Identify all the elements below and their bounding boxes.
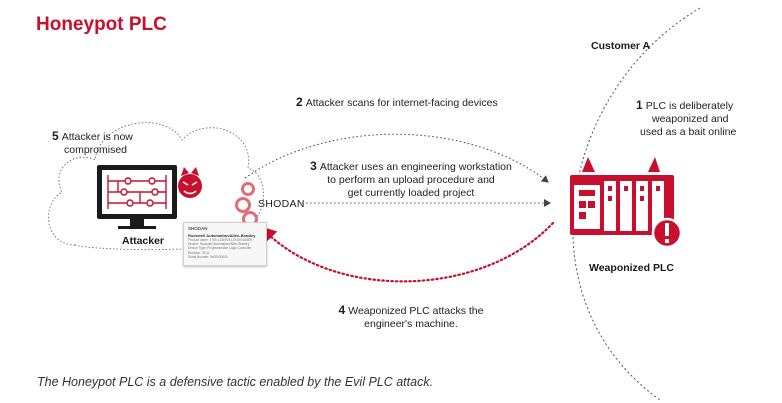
shodan-result-card: SHODAN Rockwell Automation/Allen-Bradley… — [183, 222, 267, 266]
attacker-monitor-icon — [97, 165, 177, 229]
page-title: Honeypot PLC — [36, 14, 167, 35]
devil-face-icon — [178, 167, 202, 198]
step-4-line-1: Weaponized PLC attacks the — [348, 305, 484, 317]
plc-device-icon — [570, 157, 683, 249]
card-line: Revision: 33.11 — [188, 250, 210, 255]
attack-arrow — [260, 221, 555, 283]
step-1-line-1: PLC is deliberately — [645, 100, 734, 112]
weaponized-plc-label: Weaponized PLC — [589, 262, 674, 274]
step-5-number: 5 — [52, 129, 59, 143]
step-1-number: 1 — [636, 98, 643, 112]
step-3-line-2: to perform an upload procedure and — [327, 174, 495, 186]
card-line: Device Type: Programmable Logic Controll… — [188, 246, 252, 251]
shodan-rings-icon — [235, 182, 258, 227]
step-3-line-1: Attacker uses an engineering workstation — [319, 161, 512, 173]
card-line: Product name: 1769-L33ER/A LOGIX5336ER — [188, 238, 253, 242]
step-4-line-2: engineer's machine. — [364, 318, 458, 330]
step-1-line-2: weaponized and — [652, 113, 729, 125]
step-5-line-1: Attacker is now — [61, 131, 133, 143]
shodan-label: SHODAN — [258, 198, 305, 210]
step-4-number: 4 — [338, 303, 346, 317]
step-2-line-1: Attacker scans for internet-facing devic… — [305, 97, 498, 109]
card-brand: SHODAN — [188, 226, 208, 231]
customer-label: Customer A — [591, 40, 651, 52]
step-5-line-2: compromised — [64, 144, 128, 156]
card-heading: Rockwell Automation/Allen-Bradley — [188, 233, 256, 238]
step-3-number: 3 — [310, 159, 317, 173]
card-line: Serial Number: 0x00000000 — [188, 254, 228, 259]
step-1-line-3: used as a bait online — [640, 126, 737, 138]
step-3-line-3: get currently loaded project — [347, 187, 475, 199]
step-2-number: 2 — [296, 95, 303, 109]
attacker-label: Attacker — [122, 235, 165, 247]
card-line: Vendor: Rockwell Automation/Allen-Bradle… — [188, 242, 250, 247]
caption: The Honeypot PLC is a defensive tactic e… — [37, 375, 434, 389]
